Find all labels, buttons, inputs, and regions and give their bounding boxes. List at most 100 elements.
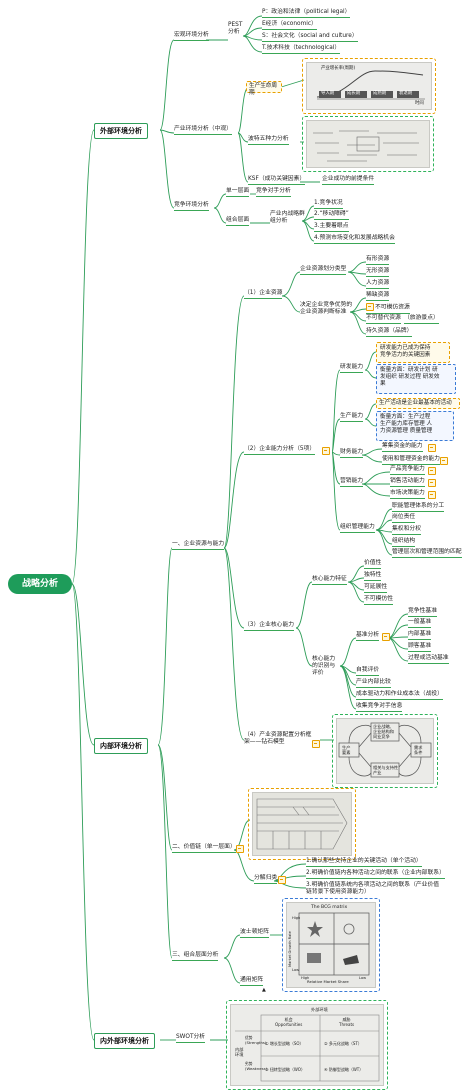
note-icon [312,740,320,748]
marketing-capability[interactable]: 营销能力 [340,478,364,487]
lifecycle-node[interactable]: 生产生命周期 [246,81,282,96]
finance-capability[interactable]: 财务能力 [340,449,364,458]
value-chain-node[interactable]: 二、价值链（单一层面） [172,844,236,853]
combo-item-2[interactable]: 2.“移动障碍” [314,211,349,220]
swot-opportunities: 机会 Opportunities [275,1017,303,1027]
porter-node[interactable]: 波特五种力分析 [248,136,289,145]
capability-node[interactable]: （2）企业能力分析（5项） [244,446,316,455]
diamond-center-3: 同业竞争 [373,734,390,739]
swot-branch-node[interactable]: 内外部环境分析 [94,1033,155,1049]
bench-competitive[interactable]: 竞争性基准 [408,608,437,617]
pest-economic[interactable]: E经济（economic） [262,21,317,30]
judge-scarce[interactable]: 稀缺资源 [366,292,390,301]
judge-durable[interactable]: 持久资源（品牌） [366,328,413,337]
org-capability[interactable]: 组织管理能力 [340,524,375,533]
bench-internal[interactable]: 内部基准 [408,631,432,640]
production-highlight[interactable]: 生产活动是企业最基本的活动 [376,398,460,409]
bcg-node[interactable]: 波士顿矩阵 [240,929,269,938]
eval-competitor-info[interactable]: 收集竞争对手信息 [356,703,403,712]
pest-node[interactable]: PEST 分析 [228,22,243,35]
core-extend[interactable]: 可延展性 [364,584,388,593]
note-icon [428,479,436,487]
judge-irreplaceable[interactable]: 不可替代资源 [366,315,401,324]
resource-intangible[interactable]: 无形资源 [366,268,390,277]
finance-manage[interactable]: 使用和管理资金的能力 [382,456,440,465]
finance-raise[interactable]: 筹集资金的能力 [382,443,423,452]
swot-weakness: 劣势 (Weakness) [245,1061,268,1071]
single-layer-desc[interactable]: 竞争对手分析 [256,188,291,197]
resource-tangible[interactable]: 有形资源 [366,256,390,265]
combo-item-3[interactable]: 3.主要着眼点 [314,223,349,232]
macro-node[interactable]: 宏观环境分析 [174,32,209,41]
pest-political[interactable]: P：政治和法律（political legal） [262,9,351,18]
ksf-node[interactable]: KSF（成功关键因素） [248,176,306,185]
note-icon [428,467,436,475]
value-chain-step-3[interactable]: 3.明确价值链系统内各项活动之间的联系（产业价值 链背景下使用资源能力） [306,882,440,895]
industry-node[interactable]: 产业环境分析（中观） [174,126,232,135]
resources-capability-node[interactable]: 一、企业资源与能力 [172,541,225,550]
eval-self[interactable]: 自我评价 [356,667,380,676]
porter-image-frame [302,116,434,172]
core-value[interactable]: 价值性 [364,560,382,569]
core-unique[interactable]: 独特性 [364,572,382,581]
resource-judge-node[interactable]: 决定企业竞争优势的 企业资源判断标准 [300,302,353,315]
lifecycle-stage-1: 导入期 [321,91,335,96]
core-inimitable[interactable]: 不可模仿性 [364,596,393,605]
combo-layer-node[interactable]: 组合层面 [226,217,250,226]
competition-node[interactable]: 竞争环境分析 [174,202,209,211]
rd-highlight[interactable]: 研发能力已成为保持 竞争活力的关键因素 [376,342,450,363]
decompose-node[interactable]: 分解归类 [254,875,278,884]
org-centralize[interactable]: 集权和分权 [392,526,421,535]
bench-process[interactable]: 过程或活动基准 [408,655,449,664]
eval-cost-driver[interactable]: 成本驱动力和作业成本法（战役） [356,691,443,700]
note-icon [366,303,374,311]
bench-general[interactable]: 一般基准 [408,619,432,628]
combo-item-4[interactable]: 4.预测市场变化和发展战略机会 [314,235,395,244]
swot-wo: ③ 扭转型战略（WO） [265,1067,305,1072]
core-eval-node[interactable]: 核心能力 的识别与 评价 [312,656,336,676]
lifecycle-curve [316,70,425,100]
org-level[interactable]: 管理层次和管理范围的匹配 [392,549,462,558]
value-chain-step-1[interactable]: 1.确认那些支持企业的关键活动（单个活动） [306,858,422,867]
marketing-sales[interactable]: 销售活动能力 [390,478,425,487]
rd-capability[interactable]: 研发能力 [340,364,364,373]
note-icon [382,633,390,641]
core-feature-node[interactable]: 核心能力特征 [312,576,347,585]
internal-analysis-node[interactable]: 内部环境分析 [94,738,148,754]
single-layer-node[interactable]: 单一层面 [226,188,250,197]
swot-node[interactable]: SWOT分析 [176,1034,206,1043]
marketing-product[interactable]: 产品竞争能力 [390,466,425,475]
diamond-sketch [338,722,432,778]
pest-tech[interactable]: T.技术科技（technological） [262,45,341,54]
combo-layer-desc[interactable]: 产业内战略群 组分析 [270,211,305,224]
org-post[interactable]: 岗位责任 [392,514,416,523]
rd-measure[interactable]: 衡量方面：研发计划 研 发组织 研发过程 研发效 果 [376,364,456,394]
swot-image-frame [226,1000,388,1090]
ksf-desc[interactable]: 企业成功的前提条件 [322,176,375,185]
production-capability[interactable]: 生产能力 [340,413,364,422]
judge-inimitable[interactable]: 不可模仿资源 [366,303,410,314]
eval-industry[interactable]: 产业内部比较 [356,679,391,688]
core-capability-node[interactable]: （3）企业核心能力 [244,622,295,631]
benchmark-node[interactable]: 基准分析 [356,632,380,641]
diamond-node[interactable]: （4）产业资源配置分析框 架——钻石模型 [244,732,312,745]
value-chain-step-2[interactable]: 2.明确价值链内各种活动之间的联系（企业内部联系） [306,870,445,879]
org-structure[interactable]: 组织结构 [392,538,416,547]
resource-type-node[interactable]: 企业资源划分类型 [300,266,347,275]
root-node[interactable]: 战略分析 [8,574,72,594]
porter-image [306,120,430,168]
external-analysis-node[interactable]: 外部环境分析 [94,123,148,139]
portfolio-node[interactable]: 三、组合层面分析 [172,952,219,961]
diamond-bottom: 相关与支持性 产业 [373,765,399,775]
combo-item-1[interactable]: 1.竞争状况 [314,200,343,209]
resource-human[interactable]: 人力资源 [366,280,390,289]
lifecycle-stage-4: 衰退期 [399,91,413,96]
production-measure[interactable]: 衡量方面：生产过程 生产能力库存管理 人 力资源管理 质量管理 [376,411,454,441]
resources-node[interactable]: （1）企业资源 [244,290,283,299]
ge-node[interactable]: 通用矩阵 [240,977,264,986]
swot-strengths: 优势 (Strengths) [245,1035,267,1045]
marketing-decision[interactable]: 市场决策能力 [390,490,425,499]
bench-customer[interactable]: 顾客基准 [408,643,432,652]
pest-social[interactable]: S：社会文化（social and culture） [262,33,358,42]
org-function[interactable]: 职能管理体系的分工 [392,503,445,512]
